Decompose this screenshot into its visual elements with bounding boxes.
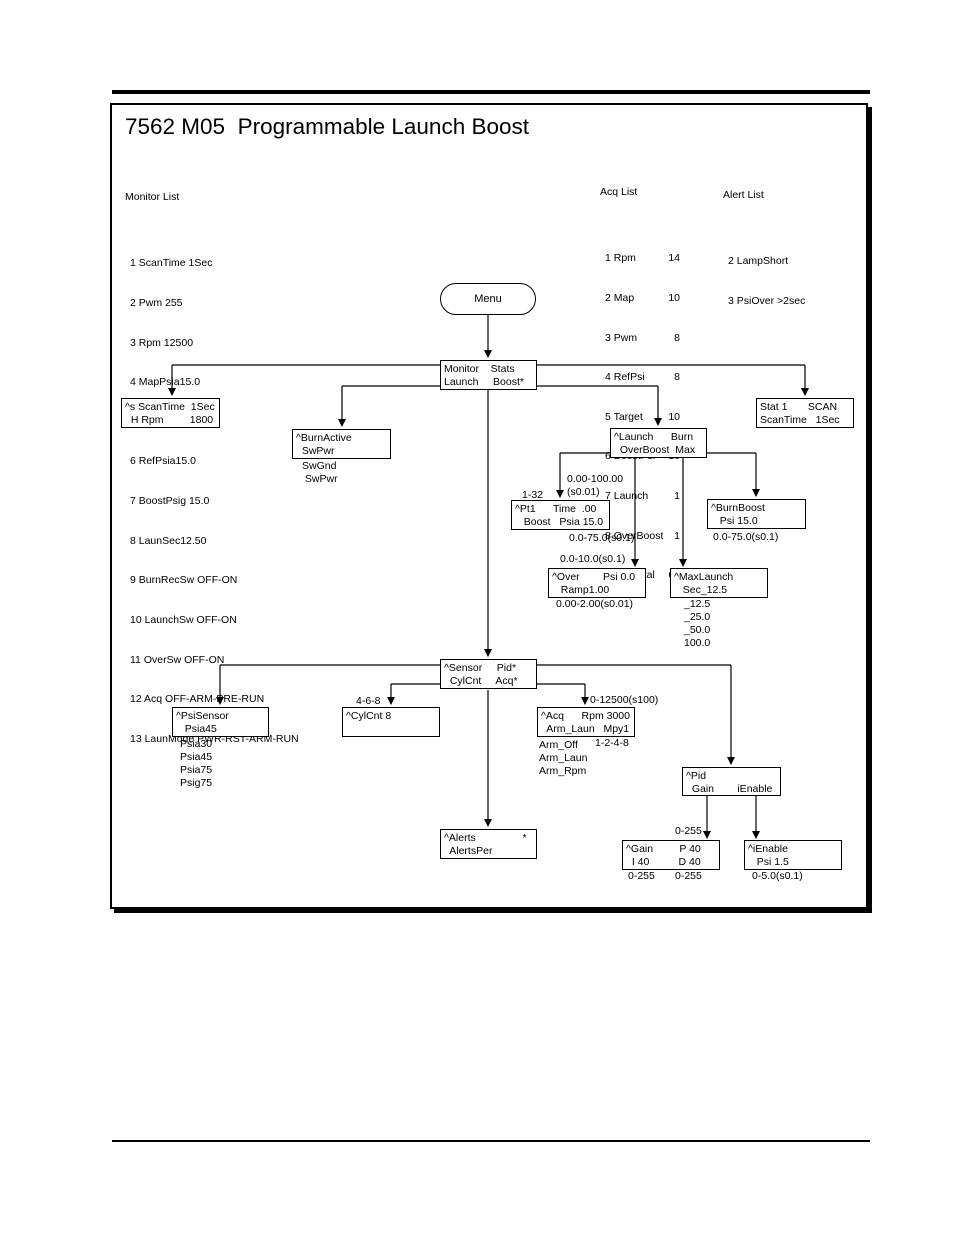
acq-item-value: 10	[668, 410, 680, 423]
list-item: 5 Target 10	[600, 411, 680, 424]
list-item: 12 Acq OFF-ARM-PRE-RUN	[130, 693, 265, 706]
acq-item-value: 14	[668, 252, 680, 265]
diagram-title: 7562 M05 Programmable Launch Boost	[125, 114, 529, 139]
acq-item-name: 5 Target	[605, 410, 643, 423]
acq-item-value: 10	[668, 292, 680, 305]
ienable-range-label: 0-5.0(s0.1)	[752, 870, 803, 882]
list-item: 3 PsiOver >2sec	[728, 295, 806, 308]
list-item: 8 LaunSec12.50	[130, 534, 207, 547]
acq-item-name: 8 OverBoost	[605, 529, 664, 542]
psisensor-box: ^PsiSensor Psia45	[172, 707, 269, 737]
list-item: 2 Map 10	[600, 292, 680, 305]
cylcnt-options: 4-6-8	[356, 695, 381, 707]
burnactive-box: ^BurnActive SwPwr	[292, 429, 391, 459]
list-item: 6 RefPsia15.0	[130, 455, 196, 468]
acq-item-name: 1 Rpm	[605, 252, 636, 265]
acq-list-header: Acq List	[600, 186, 638, 199]
acq-item-value: 1	[674, 489, 680, 502]
acq-item-name: 7 Launch	[605, 489, 649, 502]
list-item: 2 Pwm 255	[130, 297, 183, 310]
list-item: 1 Rpm 14	[600, 252, 680, 265]
maxlaunch-options: _12.5 _25.0 _50.0 100.0	[684, 598, 711, 649]
list-item: 8 OverBoost 1	[600, 530, 680, 543]
pt1-box: ^Pt1 Time .00 Boost Psia 15.0	[511, 500, 610, 530]
root-menu-box: Monitor Stats Launch Boost*	[440, 360, 537, 390]
list-item: 7 BoostPsig 15.0	[130, 495, 210, 508]
alerts-box: ^Alerts * AlertsPer	[440, 829, 537, 859]
gain-d-range-label: 0-255	[675, 870, 702, 882]
sensor-box: ^Sensor Pid* CylCnt Acq*	[440, 659, 537, 689]
burnboost-range-label: 0.0-75.0(s0.1)	[713, 531, 779, 543]
list-item: 11 OverSw OFF-ON	[130, 653, 225, 666]
pt1-range-label: 0.00-100.00 (s0.01)	[567, 473, 624, 498]
acq-box: ^Acq Rpm 3000 Arm_Laun Mpy1	[537, 707, 635, 737]
gain-range-top-label: 0-255	[675, 825, 702, 837]
acq-item-value: 8	[674, 331, 680, 344]
gain-box: ^Gain P 40 I 40 D 40	[622, 840, 720, 870]
list-item: 9 BurnRecSw OFF-ON	[130, 574, 238, 587]
monitor-list-header: Monitor List	[125, 191, 180, 204]
acq-item-value: 8	[674, 371, 680, 384]
psisensor-options: Psia30 Psia45 Psia75 Psig75	[180, 738, 213, 789]
list-item: 2 LampShort	[728, 255, 789, 268]
list-item: 4 MapPsia15.0	[130, 376, 201, 389]
acq-item-value: 1	[674, 529, 680, 542]
acq-item-name: 2 Map	[605, 292, 635, 305]
ienable-box: ^iEnable Psi 1.5	[744, 840, 842, 870]
alert-list-header: Alert List	[723, 189, 764, 202]
acq-mpy-options: 1-2-4-8	[595, 737, 629, 749]
alert-list: Alert List 2 LampShort 3 PsiOver >2sec	[723, 163, 805, 348]
menu-node: Menu	[440, 283, 536, 315]
acq-item-name: 4 RefPsi	[605, 371, 645, 384]
maxlaunch-box: ^MaxLaunch Sec_12.5	[670, 568, 768, 598]
acq-item-name: 3 Pwm	[605, 331, 638, 344]
gain-i-range-label: 0-255	[628, 870, 655, 882]
list-item: 4 RefPsi 8	[600, 371, 680, 384]
acq-rpm-range-label: 0-12500(s100)	[590, 694, 659, 706]
alert-list-items: 2 LampShort 3 PsiOver >2sec	[723, 229, 805, 335]
list-item: 1 ScanTime 1Sec	[130, 257, 213, 270]
over-box: ^Over Psi 0.0 Ramp1.00	[548, 568, 646, 598]
over-range-label: 0.0-10.0(s0.1)	[560, 553, 626, 565]
ramp-range-label: 0.00-2.00(s0.01)	[556, 598, 634, 610]
pid-box: ^Pid Gain iEnable	[682, 767, 781, 796]
stat-box: Stat 1 SCAN ScanTime 1Sec	[756, 398, 854, 428]
bottom-rule	[112, 1140, 870, 1142]
list-item: 3 Rpm 12500	[130, 336, 194, 349]
list-item: 3 Pwm 8	[600, 332, 680, 345]
pt1-psi-range-label: 0.0-75.0(s0.1)	[569, 532, 635, 544]
launch-box: ^Launch Burn OverBoost Max	[610, 428, 707, 458]
burnboost-box: ^BurnBoost Psi 15.0	[707, 499, 806, 529]
list-item: 10 LaunchSw OFF-ON	[130, 613, 237, 626]
burnactive-options: SwGnd SwPwr	[302, 460, 338, 485]
pt1-count-label: 1-32	[522, 489, 544, 501]
top-rule	[112, 90, 870, 94]
cylcnt-box: ^CylCnt 8	[342, 707, 440, 737]
scantime-box: ^s ScanTime 1Sec H Rpm 1800	[121, 398, 220, 428]
acq-arm-options: Arm_Off Arm_Laun Arm_Rpm	[539, 739, 588, 777]
list-item: 7 Launch 1	[600, 490, 680, 503]
